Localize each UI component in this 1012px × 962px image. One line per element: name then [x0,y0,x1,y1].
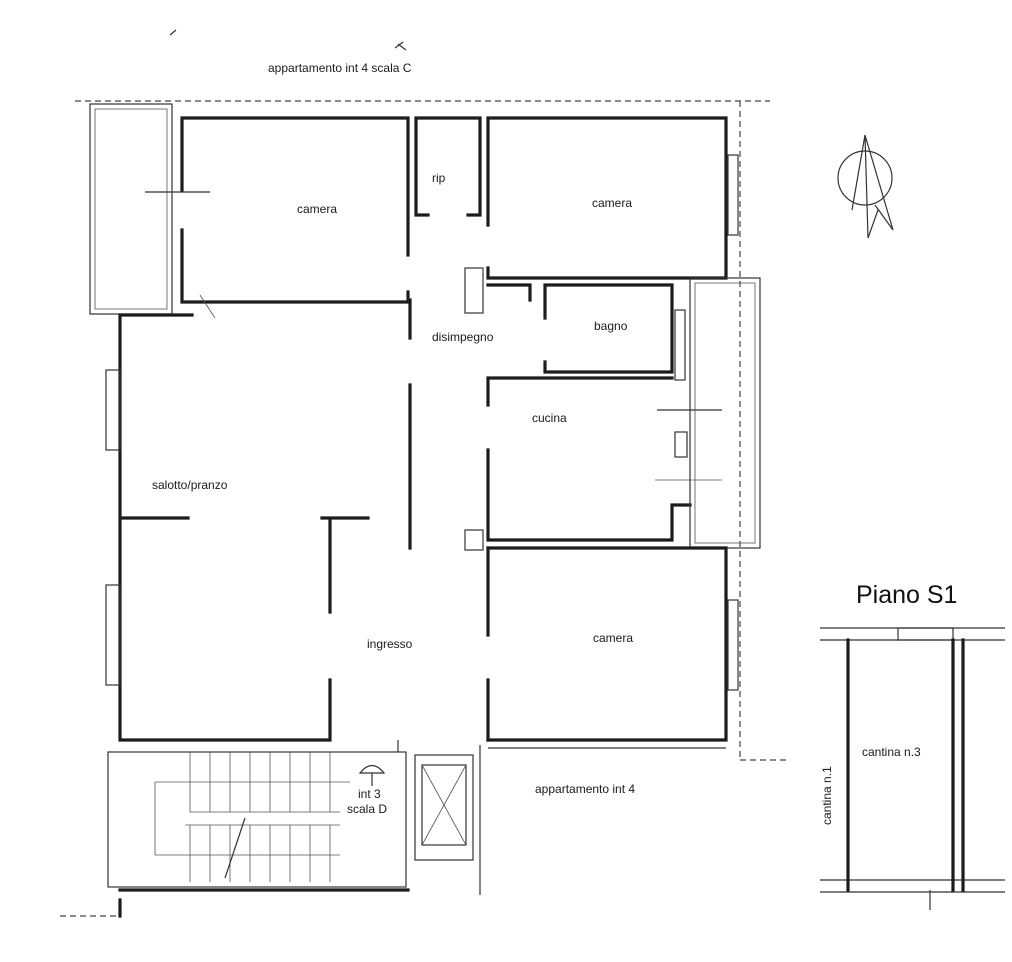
room-disimpegno-label: disimpegno [432,330,494,344]
room-camera-2-label: camera [592,196,632,210]
room-salotto-label: salotto/pranzo [152,478,228,492]
balcony-left [89,103,173,315]
room-cucina-label: cucina [532,411,567,425]
top-mark-icon [169,29,407,51]
cellar-3-label: cantina n.3 [862,745,921,759]
wall-camera-3 [486,546,728,742]
stair-block [107,751,407,888]
neighbor-top-label: appartamento int 4 scala C [268,61,412,75]
stair-scala-label: scala D [347,802,387,816]
neighbor-bottom-label: appartamento int 4 [535,782,635,796]
wall-salotto [118,313,332,742]
wall-rip [414,116,482,217]
stair-steps [154,752,350,882]
wall-ingresso [320,516,490,742]
room-ingresso-label: ingresso [367,637,413,651]
stair-int-label: int 3 [358,787,381,801]
cellar-block [820,627,1005,910]
cellar-1-label: cantina n.1 [820,766,834,825]
room-bagno-label: bagno [594,319,628,333]
floor-title: Piano S1 [856,581,957,609]
elevator-shaft [414,754,474,861]
wall-bagno [486,283,674,374]
wall-cucina [486,376,692,542]
north-arrow-icon [837,134,894,239]
room-camera-3-label: camera [593,631,633,645]
room-rip-label: rip [432,171,446,185]
balcony-right [689,277,761,549]
umbrella-stair-icon [358,764,386,786]
right-boundary-line [739,101,790,761]
wall-camera-1 [180,116,410,304]
room-camera-1-label: camera [297,202,337,216]
